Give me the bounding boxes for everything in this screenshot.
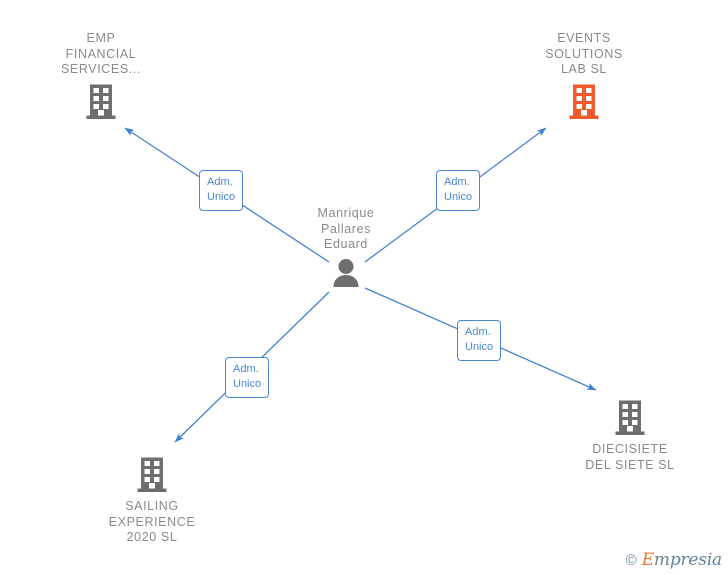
empresia-watermark: © Empresia (625, 550, 723, 570)
edge-label-diecisiete-del-siete-sl[interactable]: Adm. Unico (457, 320, 502, 361)
node-diecisiete-del-siete-sl[interactable]: DIECISIETE DEL SIETE SL (555, 399, 705, 473)
edge-label-sailing-experience-2020-sl[interactable]: Adm. Unico (225, 357, 270, 398)
node-label-emp-financial-services: EMP FINANCIAL SERVICES... (60, 31, 141, 76)
edge-label-emp-financial-services[interactable]: Adm. Unico (199, 170, 244, 211)
node-events-solutions-lab-sl[interactable]: EVENTS SOLUTIONS LAB SL (509, 31, 659, 120)
node-label-sailing-experience-2020-sl: SAILING EXPERIENCE 2020 SL (108, 499, 196, 544)
person-icon (330, 258, 362, 288)
copyright-icon: © (625, 552, 637, 569)
empresia-logo-initial: E (641, 550, 654, 570)
building-icon (137, 456, 167, 493)
building-icon (86, 83, 116, 120)
node-manrique-pallares-eduard[interactable]: Manrique Pallares Eduard (271, 206, 421, 288)
node-emp-financial-services[interactable]: EMP FINANCIAL SERVICES... (26, 31, 176, 120)
empresia-logo-text: mpresia (653, 550, 722, 570)
node-sailing-experience-2020-sl[interactable]: SAILING EXPERIENCE 2020 SL (77, 456, 227, 546)
node-label-events-solutions-lab-sl: EVENTS SOLUTIONS LAB SL (545, 31, 623, 76)
node-label-diecisiete-del-siete-sl: DIECISIETE DEL SIETE SL (585, 442, 675, 472)
node-label-manrique-pallares-eduard: Manrique Pallares Eduard (317, 206, 375, 251)
edge-label-events-solutions-lab-sl[interactable]: Adm. Unico (436, 170, 481, 211)
empresia-logo: Empresia (641, 550, 723, 570)
building-icon (615, 399, 645, 436)
building-icon (569, 83, 599, 120)
